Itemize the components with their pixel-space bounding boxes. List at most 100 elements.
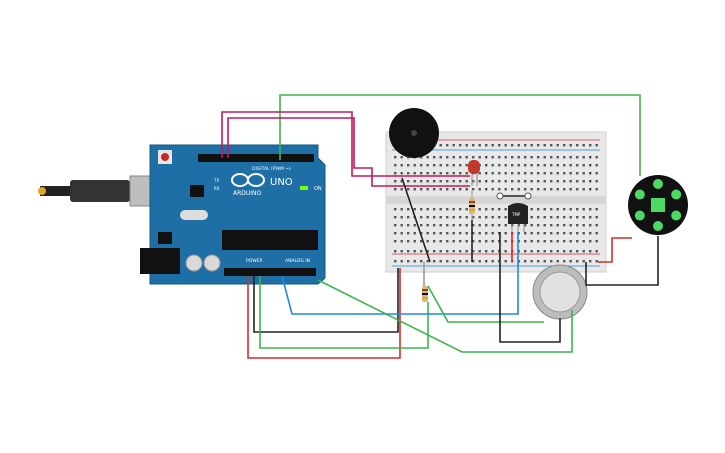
- breadboard-hole[interactable]: [530, 216, 533, 219]
- breadboard-hole[interactable]: [537, 224, 540, 227]
- breadboard-hole[interactable]: [550, 224, 553, 227]
- breadboard-hole[interactable]: [595, 164, 598, 167]
- breadboard-hole[interactable]: [485, 260, 488, 263]
- breadboard-hole[interactable]: [595, 180, 598, 183]
- breadboard-hole[interactable]: [556, 240, 559, 243]
- breadboard-hole[interactable]: [550, 144, 553, 147]
- resistor-1[interactable]: [469, 190, 475, 220]
- breadboard-hole[interactable]: [413, 164, 416, 167]
- resistor-2[interactable]: [422, 286, 428, 302]
- breadboard-hole[interactable]: [543, 164, 546, 167]
- breadboard-hole[interactable]: [394, 224, 397, 227]
- breadboard-hole[interactable]: [433, 180, 436, 183]
- breadboard-hole[interactable]: [491, 188, 494, 191]
- breadboard-hole[interactable]: [582, 144, 585, 147]
- breadboard-hole[interactable]: [543, 250, 546, 253]
- breadboard-hole[interactable]: [576, 188, 579, 191]
- breadboard-hole[interactable]: [524, 172, 527, 175]
- breadboard-hole[interactable]: [452, 240, 455, 243]
- breadboard-hole[interactable]: [400, 188, 403, 191]
- breadboard-hole[interactable]: [563, 250, 566, 253]
- breadboard-hole[interactable]: [420, 164, 423, 167]
- breadboard-hole[interactable]: [582, 208, 585, 211]
- breadboard-hole[interactable]: [400, 260, 403, 263]
- breadboard-hole[interactable]: [485, 240, 488, 243]
- breadboard-hole[interactable]: [459, 260, 462, 263]
- breadboard-hole[interactable]: [491, 172, 494, 175]
- breadboard-hole[interactable]: [530, 232, 533, 235]
- breadboard-hole[interactable]: [595, 216, 598, 219]
- breadboard-hole[interactable]: [459, 216, 462, 219]
- breadboard-hole[interactable]: [400, 224, 403, 227]
- breadboard-hole[interactable]: [563, 260, 566, 263]
- breadboard-hole[interactable]: [407, 216, 410, 219]
- breadboard-hole[interactable]: [589, 188, 592, 191]
- breadboard-hole[interactable]: [556, 172, 559, 175]
- breadboard-hole[interactable]: [569, 144, 572, 147]
- breadboard-hole[interactable]: [459, 172, 462, 175]
- breadboard-hole[interactable]: [478, 240, 481, 243]
- breadboard-hole[interactable]: [400, 180, 403, 183]
- breadboard-hole[interactable]: [433, 216, 436, 219]
- breadboard-hole[interactable]: [563, 172, 566, 175]
- breadboard-hole[interactable]: [537, 208, 540, 211]
- breadboard-hole[interactable]: [550, 208, 553, 211]
- breadboard-hole[interactable]: [537, 260, 540, 263]
- breadboard-hole[interactable]: [589, 240, 592, 243]
- breadboard-hole[interactable]: [582, 172, 585, 175]
- breadboard-hole[interactable]: [524, 224, 527, 227]
- breadboard-hole[interactable]: [413, 188, 416, 191]
- breadboard-hole[interactable]: [517, 180, 520, 183]
- breadboard-hole[interactable]: [433, 208, 436, 211]
- breadboard-hole[interactable]: [576, 208, 579, 211]
- breadboard-hole[interactable]: [478, 232, 481, 235]
- arduino-uno-board[interactable]: ARDUINO UNO DIGITAL (PWM ~) POWER ANALOG…: [140, 144, 326, 285]
- breadboard-hole[interactable]: [439, 240, 442, 243]
- breadboard-hole[interactable]: [563, 224, 566, 227]
- breadboard-hole[interactable]: [426, 156, 429, 159]
- breadboard-hole[interactable]: [537, 144, 540, 147]
- breadboard-hole[interactable]: [452, 172, 455, 175]
- breadboard-hole[interactable]: [472, 250, 475, 253]
- breadboard-hole[interactable]: [504, 156, 507, 159]
- breadboard-hole[interactable]: [498, 188, 501, 191]
- breadboard-hole[interactable]: [433, 260, 436, 263]
- breadboard-hole[interactable]: [595, 260, 598, 263]
- breadboard-hole[interactable]: [550, 180, 553, 183]
- breadboard-hole[interactable]: [582, 216, 585, 219]
- breadboard-hole[interactable]: [543, 172, 546, 175]
- breadboard-hole[interactable]: [420, 172, 423, 175]
- breadboard-hole[interactable]: [582, 240, 585, 243]
- breadboard-hole[interactable]: [550, 216, 553, 219]
- breadboard-hole[interactable]: [595, 224, 598, 227]
- breadboard-hole[interactable]: [563, 188, 566, 191]
- breadboard-hole[interactable]: [504, 172, 507, 175]
- breadboard-hole[interactable]: [511, 144, 514, 147]
- breadboard-hole[interactable]: [589, 216, 592, 219]
- breadboard-hole[interactable]: [433, 188, 436, 191]
- breadboard-hole[interactable]: [420, 250, 423, 253]
- breadboard-hole[interactable]: [446, 250, 449, 253]
- breadboard-hole[interactable]: [576, 172, 579, 175]
- breadboard-hole[interactable]: [582, 250, 585, 253]
- breadboard-hole[interactable]: [478, 250, 481, 253]
- breadboard-hole[interactable]: [537, 216, 540, 219]
- breadboard-hole[interactable]: [537, 172, 540, 175]
- breadboard-hole[interactable]: [413, 180, 416, 183]
- breadboard-hole[interactable]: [407, 232, 410, 235]
- breadboard-hole[interactable]: [511, 180, 514, 183]
- breadboard-hole[interactable]: [465, 260, 468, 263]
- breadboard-hole[interactable]: [452, 250, 455, 253]
- breadboard-hole[interactable]: [530, 224, 533, 227]
- breadboard-hole[interactable]: [517, 156, 520, 159]
- breadboard-hole[interactable]: [543, 232, 546, 235]
- breadboard-hole[interactable]: [530, 156, 533, 159]
- breadboard-hole[interactable]: [407, 240, 410, 243]
- breadboard-hole[interactable]: [459, 250, 462, 253]
- breadboard-hole[interactable]: [433, 172, 436, 175]
- breadboard-hole[interactable]: [420, 208, 423, 211]
- breadboard-hole[interactable]: [400, 232, 403, 235]
- breadboard-hole[interactable]: [413, 172, 416, 175]
- breadboard-hole[interactable]: [439, 208, 442, 211]
- breadboard-hole[interactable]: [394, 250, 397, 253]
